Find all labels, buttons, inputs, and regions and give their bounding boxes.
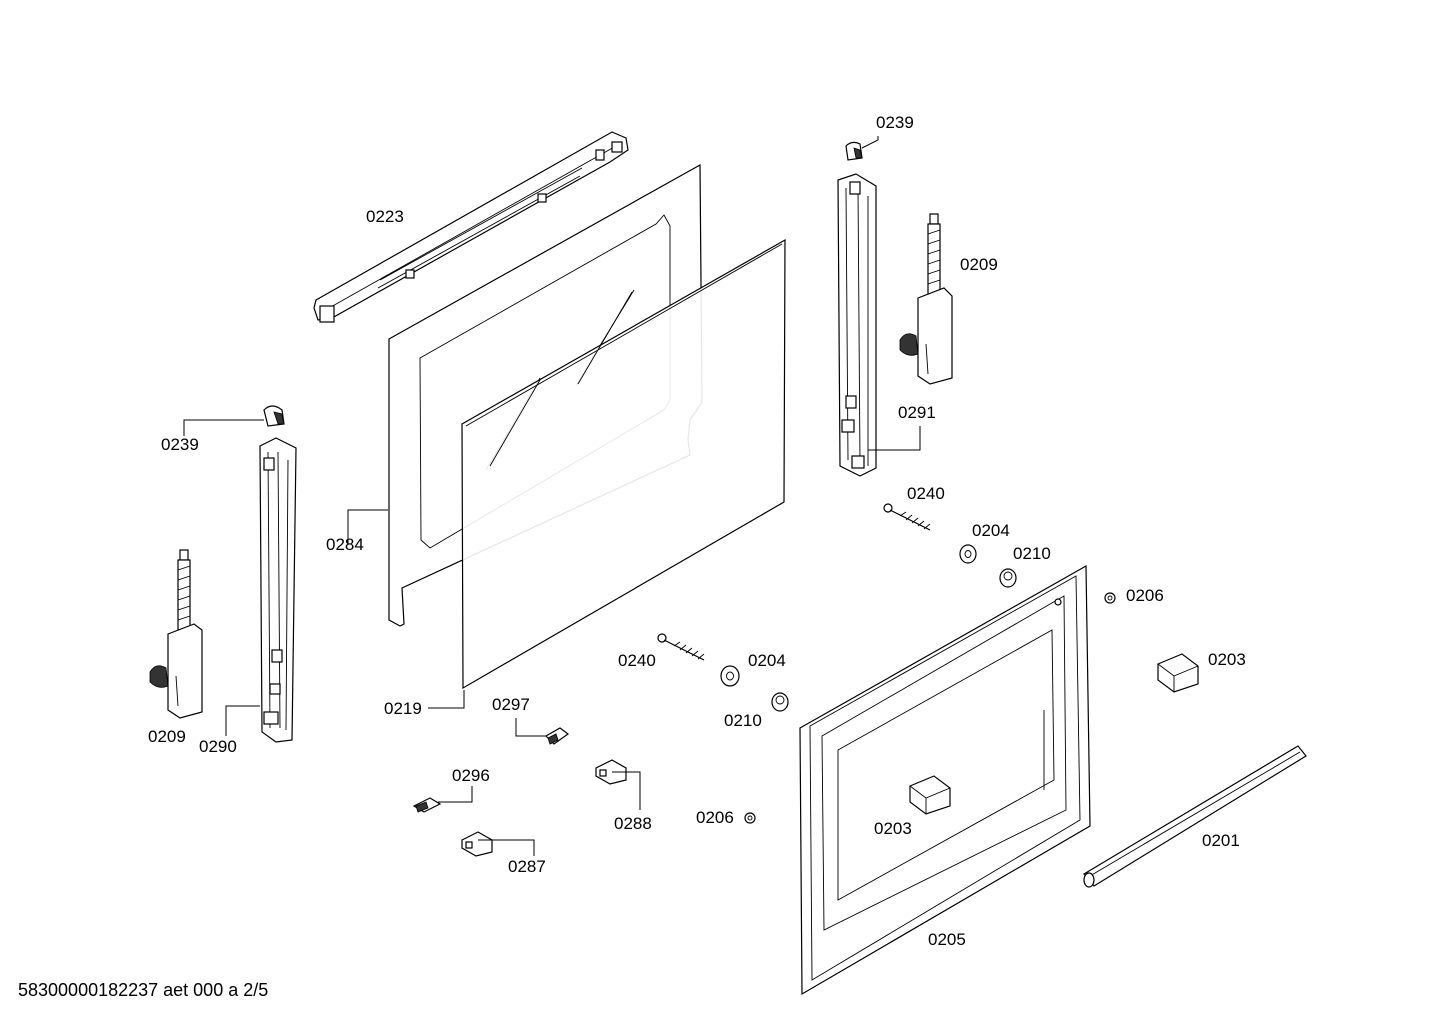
part-0205-outer-door-glass [799, 564, 1091, 996]
label-0210-upper: 0210 [1013, 544, 1051, 563]
leader-0296 [438, 786, 473, 803]
part-0288-bracket [595, 759, 627, 785]
part-0204-upper-washer [959, 544, 977, 564]
part-0210-upper-bushing [999, 568, 1017, 588]
part-0209-right-hinge [899, 213, 953, 385]
part-0239-left-cap [263, 405, 285, 427]
label-0203-right: 0203 [1208, 650, 1246, 669]
leader-0287 [478, 839, 535, 856]
label-0240-upper: 0240 [907, 484, 945, 503]
part-0239-right-cap [845, 141, 863, 161]
label-0288: 0288 [614, 814, 652, 833]
label-0209-right: 0209 [960, 255, 998, 274]
part-0201-handle-bar [1083, 745, 1307, 888]
leader-0297 [515, 718, 546, 737]
part-0296-clip [412, 797, 442, 813]
part-0206-lower-clip [744, 812, 756, 824]
label-0239-right: 0239 [876, 113, 914, 132]
part-0203-right-bracket [1157, 653, 1199, 693]
part-0297-clip [545, 727, 570, 745]
label-0296: 0296 [452, 766, 490, 785]
label-0240-lower: 0240 [618, 651, 656, 670]
leader-0239-right [861, 136, 879, 149]
label-0206-lower: 0206 [696, 808, 734, 827]
part-0290-left-rail [259, 437, 297, 743]
label-0291: 0291 [898, 403, 936, 422]
part-0291-right-rail [837, 173, 877, 477]
part-0219-glass-pane [461, 238, 786, 690]
leader-0219 [428, 690, 465, 709]
part-0203-inner-bracket [909, 775, 951, 815]
part-0240-upper-screw [883, 503, 931, 531]
part-0209-left-hinge [149, 549, 203, 719]
document-footer-id: 58300000182237 aet 000 a 2/5 [18, 980, 269, 1000]
part-0206-right-clip [1104, 592, 1116, 604]
label-0223: 0223 [366, 207, 404, 226]
leader-0290 [225, 705, 260, 736]
part-0287-bracket [461, 831, 493, 857]
label-0206-right: 0206 [1126, 586, 1164, 605]
label-0210-lower: 0210 [724, 711, 762, 730]
label-0204-lower: 0204 [748, 651, 786, 670]
part-0204-lower-washer [720, 665, 740, 687]
label-0284: 0284 [326, 535, 364, 554]
label-0209-left: 0209 [148, 727, 186, 746]
label-0290: 0290 [199, 737, 237, 756]
label-0201: 0201 [1202, 831, 1240, 850]
label-0204-upper: 0204 [972, 521, 1010, 540]
label-0205: 0205 [928, 930, 966, 949]
leader-0291 [868, 426, 921, 451]
label-0219: 0219 [384, 699, 422, 718]
part-0223-top-rail [313, 131, 629, 323]
leader-0239-left [183, 419, 264, 436]
leader-0288 [612, 771, 641, 810]
part-0210-lower-bushing [771, 692, 789, 712]
leader-0284 [347, 509, 388, 544]
label-0287: 0287 [508, 857, 546, 876]
label-0297: 0297 [492, 695, 530, 714]
part-0240-lower-screw [657, 633, 705, 661]
label-0203-inner: 0203 [874, 819, 912, 838]
label-0239-left: 0239 [161, 435, 199, 454]
